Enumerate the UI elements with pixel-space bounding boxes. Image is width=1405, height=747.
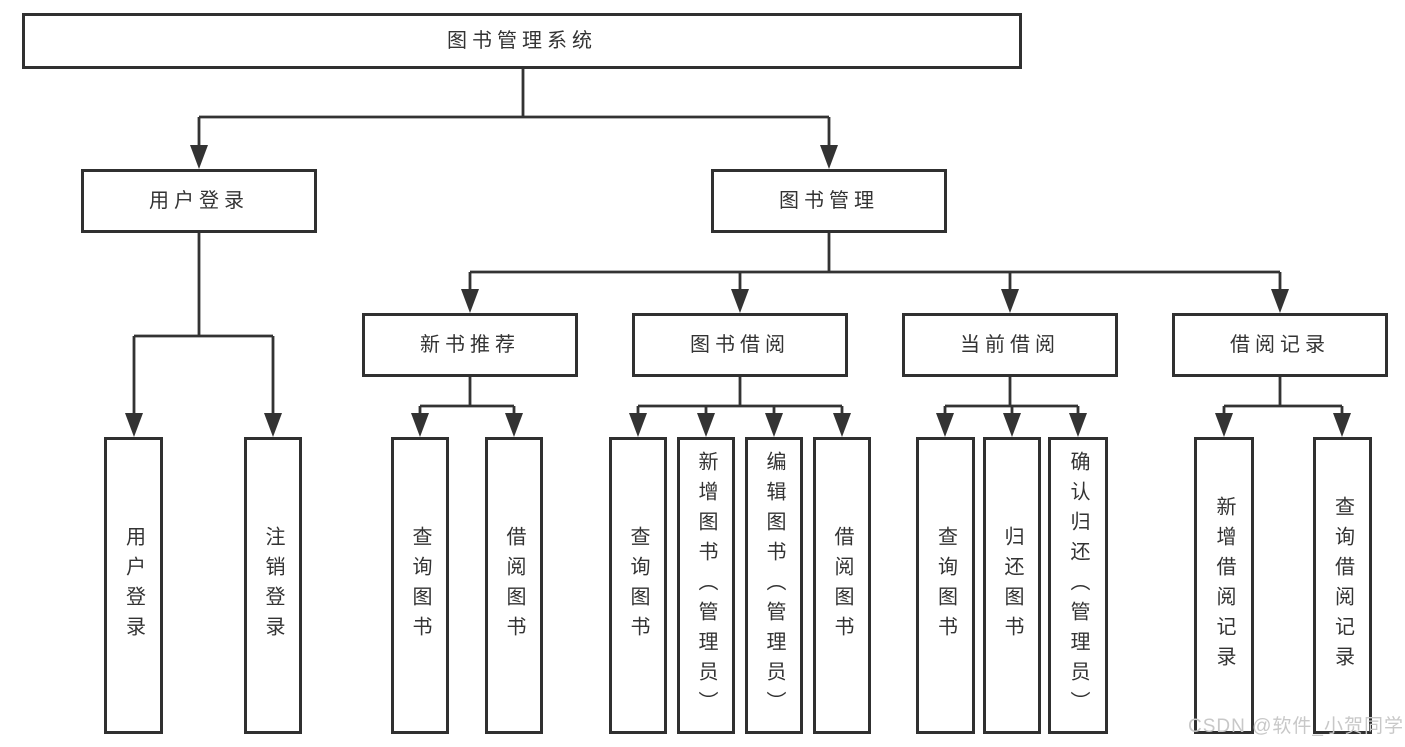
node-user-login-label: 用户登录 xyxy=(149,190,249,212)
leaf-user-login: 用户登录 xyxy=(104,437,163,734)
arrow-down-icon xyxy=(820,145,838,169)
leaf-return-book: 归还图书 xyxy=(983,437,1041,734)
leaf-query-books-2: 查询图书 xyxy=(609,437,667,734)
leaf-edit-book-admin: 编辑图书（管理员） xyxy=(745,437,803,734)
leaf-add-borrow-record: 新增借阅记录 xyxy=(1194,437,1254,734)
leaf-borrow-books-1-label: 借阅图书 xyxy=(503,525,525,646)
leaf-borrow-books-2: 借阅图书 xyxy=(813,437,871,734)
leaf-borrow-books-1: 借阅图书 xyxy=(485,437,543,734)
leaf-query-borrow-record-label: 查询借阅记录 xyxy=(1331,495,1354,676)
connector-lines xyxy=(132,69,1344,418)
connector-book-borrowing xyxy=(636,377,844,418)
leaf-query-borrow-record: 查询借阅记录 xyxy=(1313,437,1372,734)
leaf-return-book-label: 归还图书 xyxy=(1001,525,1023,646)
arrow-down-icon xyxy=(697,413,715,437)
connector-book-management xyxy=(468,233,1282,294)
leaf-query-books-2-label: 查询图书 xyxy=(627,525,649,646)
leaf-query-books-1: 查询图书 xyxy=(391,437,449,734)
leaf-logout: 注销登录 xyxy=(244,437,302,734)
leaf-borrow-books-2-label: 借阅图书 xyxy=(831,525,853,646)
leaf-confirm-return-admin-label: 确认归还（管理员） xyxy=(1067,450,1089,721)
connector-borrowing-records xyxy=(1222,377,1344,418)
arrow-down-icon xyxy=(411,413,429,437)
node-current-borrowing-label: 当前借阅 xyxy=(960,334,1060,356)
node-book-management-label: 图书管理 xyxy=(779,190,879,212)
node-borrowing-records: 借阅记录 xyxy=(1172,313,1388,377)
arrow-down-icon xyxy=(629,413,647,437)
leaf-query-books-1-label: 查询图书 xyxy=(409,525,431,646)
connector-root xyxy=(197,69,831,150)
node-current-borrowing: 当前借阅 xyxy=(902,313,1118,377)
arrow-down-icon xyxy=(1069,413,1087,437)
connector-new-book-recommendation xyxy=(418,377,516,418)
arrow-down-icon xyxy=(765,413,783,437)
arrowhead-icons xyxy=(125,145,1351,437)
leaf-add-book-admin-label: 新增图书（管理员） xyxy=(695,450,717,721)
arrow-down-icon xyxy=(190,145,208,169)
node-user-login: 用户登录 xyxy=(81,169,317,233)
node-root-label: 图书管理系统 xyxy=(447,30,597,52)
arrow-down-icon xyxy=(125,413,143,437)
leaf-edit-book-admin-label: 编辑图书（管理员） xyxy=(763,450,785,721)
leaf-confirm-return-admin: 确认归还（管理员） xyxy=(1048,437,1108,734)
node-root: 图书管理系统 xyxy=(22,13,1022,69)
node-book-borrowing: 图书借阅 xyxy=(632,313,848,377)
node-new-book-recommendation-label: 新书推荐 xyxy=(420,334,520,356)
arrow-down-icon xyxy=(936,413,954,437)
leaf-logout-label: 注销登录 xyxy=(262,525,284,646)
node-book-borrowing-label: 图书借阅 xyxy=(690,334,790,356)
leaf-add-book-admin: 新增图书（管理员） xyxy=(677,437,735,734)
leaf-query-books-3-label: 查询图书 xyxy=(934,525,957,646)
node-book-management: 图书管理 xyxy=(711,169,947,233)
arrow-down-icon xyxy=(1003,413,1021,437)
arrow-down-icon xyxy=(505,413,523,437)
node-borrowing-records-label: 借阅记录 xyxy=(1230,334,1330,356)
watermark: CSDN @软件_小贺同学 xyxy=(1188,716,1404,737)
arrow-down-icon xyxy=(731,289,749,313)
arrow-down-icon xyxy=(264,413,282,437)
arrow-down-icon xyxy=(833,413,851,437)
node-new-book-recommendation: 新书推荐 xyxy=(362,313,578,377)
arrow-down-icon xyxy=(461,289,479,313)
connector-current-borrowing xyxy=(943,377,1080,418)
connector-user-login xyxy=(132,233,275,418)
arrow-down-icon xyxy=(1001,289,1019,313)
arrow-down-icon xyxy=(1215,413,1233,437)
leaf-add-borrow-record-label: 新增借阅记录 xyxy=(1213,495,1235,676)
leaf-query-books-3: 查询图书 xyxy=(916,437,975,734)
leaf-user-login-label: 用户登录 xyxy=(122,525,145,646)
arrow-down-icon xyxy=(1333,413,1351,437)
arrow-down-icon xyxy=(1271,289,1289,313)
